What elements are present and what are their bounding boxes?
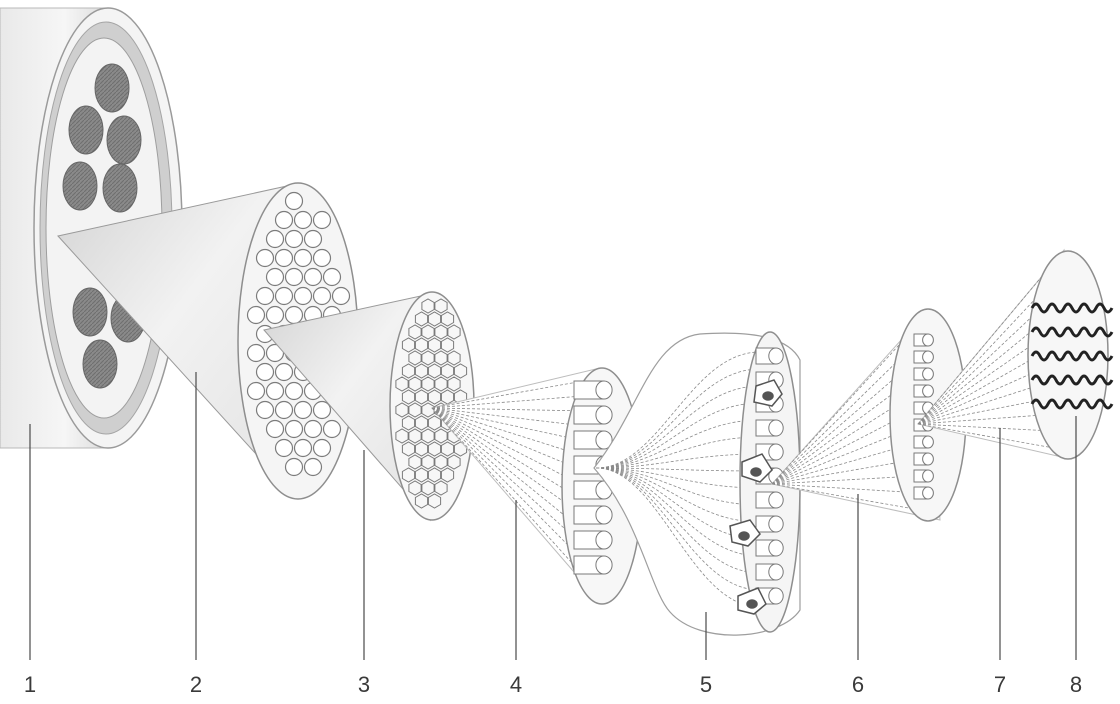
label-2: 2 xyxy=(184,672,208,698)
label-8: 8 xyxy=(1064,672,1088,698)
label-7: 7 xyxy=(988,672,1012,698)
label-3: 3 xyxy=(352,672,376,698)
level-5-cells xyxy=(594,332,800,635)
label-5: 5 xyxy=(694,672,718,698)
label-4: 4 xyxy=(504,672,528,698)
label-1: 1 xyxy=(18,672,42,698)
label-6: 6 xyxy=(846,672,870,698)
